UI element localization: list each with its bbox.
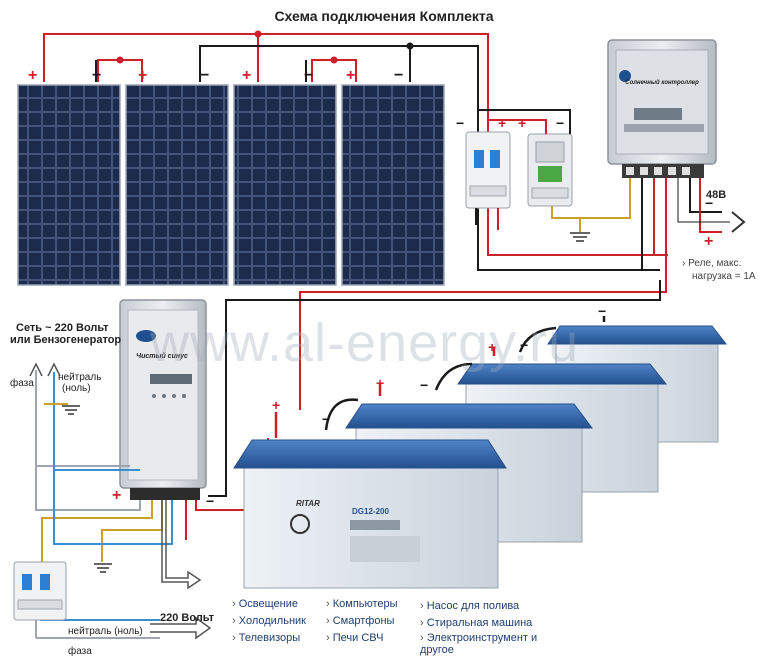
relay-label-line1: › Реле, макс.: [682, 258, 742, 269]
battery-polarity-marks: + − + − + − −: [272, 303, 606, 427]
device-item: Освещение: [232, 596, 306, 613]
svg-text:+: +: [498, 115, 506, 131]
grid-label-line1: Сеть ~ 220 Вольт: [16, 322, 109, 334]
inverter-plus: +: [112, 487, 121, 504]
svg-text:−: −: [520, 337, 528, 353]
battery-1: [233, 439, 507, 589]
device-item: Стиральная машина: [420, 615, 560, 632]
dc-breaker: [465, 131, 511, 209]
ground-icon: [94, 563, 112, 573]
inverter-minus: −: [206, 493, 214, 509]
svg-text:+: +: [518, 115, 526, 131]
phase-bottom-label: фаза: [68, 646, 92, 657]
svg-text:−: −: [556, 115, 564, 131]
solar-panel-1: [17, 84, 121, 286]
grid-label-line2: или Бензогенератор: [10, 334, 122, 346]
svg-text:−: −: [200, 67, 209, 84]
diagram-title: Схема подключения Комплекта: [274, 8, 494, 24]
svg-text:−: −: [394, 67, 403, 84]
panel-wires: [43, 30, 668, 271]
controller-output-minus: −: [705, 195, 713, 211]
battery-brand: RITAR: [296, 499, 320, 508]
solar-panel-2: [125, 84, 229, 286]
svg-text:+: +: [28, 67, 37, 84]
neutral-top-label-2: (ноль): [62, 383, 91, 394]
inverter: [119, 299, 207, 500]
svg-text:−: −: [420, 377, 428, 393]
battery-wires: [274, 316, 606, 438]
ground-icon: [62, 405, 80, 415]
svg-text:−: −: [92, 67, 101, 84]
surge-protector: [527, 133, 573, 207]
output-arrow-icon: [731, 211, 746, 233]
relay-label-line2: нагрузка = 1А: [692, 271, 756, 282]
svg-text:−: −: [456, 115, 464, 131]
svg-text:+: +: [138, 67, 147, 84]
neutral-bottom-label: нейтраль (ноль): [68, 626, 143, 637]
voltage-48-label: 48В: [706, 189, 727, 201]
grid-arrow-icon: [29, 362, 61, 377]
svg-text:+: +: [272, 397, 280, 413]
panel-polarity-marks: + − + − + − + −: [28, 67, 403, 84]
device-item: Холодильник: [232, 613, 306, 630]
charge-controller: [607, 39, 717, 178]
controller-label: Солнечный контроллер: [625, 79, 699, 86]
inverter-wires: [35, 280, 661, 639]
breaker-wires: [475, 109, 631, 232]
ground-icon: [570, 232, 590, 242]
breaker-polarity-marks: − + + −: [456, 115, 564, 131]
phase-top-label: фаза: [10, 378, 34, 389]
svg-text:+: +: [488, 339, 496, 355]
device-item: Смартфоны: [326, 613, 398, 630]
inverter-label: Чистый синус: [136, 352, 188, 360]
device-item: Телевизоры: [232, 630, 306, 647]
solar-panel-3: [233, 84, 337, 286]
svg-text:+: +: [376, 375, 384, 391]
device-item: Насос для полива: [420, 598, 560, 615]
device-item: Печи СВЧ: [326, 630, 398, 647]
watermark: www.al-energy.ru: [150, 313, 580, 373]
battery-model: DG12-200: [352, 507, 389, 516]
neutral-top-label-1: нейтраль: [58, 372, 102, 383]
devices-col-3: Насос для полива Стиральная машина Элект…: [420, 598, 560, 656]
svg-text:−: −: [304, 67, 313, 84]
svg-text:+: +: [346, 67, 355, 84]
controller-output-plus: +: [704, 233, 713, 250]
svg-text:−: −: [322, 411, 330, 427]
controller-wires: [299, 178, 730, 410]
svg-text:+: +: [242, 67, 251, 84]
voltage-220-label: 220 Вольт: [160, 612, 214, 624]
ac-output-arrow-icon: [161, 500, 202, 590]
devices-col-1: Освещение Холодильник Телевизоры: [232, 596, 306, 647]
devices-col-2: Компьютеры Смартфоны Печи СВЧ: [326, 596, 398, 647]
svg-text:−: −: [598, 303, 606, 319]
device-item: Компьютеры: [326, 596, 398, 613]
ac-220-arrow-icon: [150, 616, 212, 640]
device-item: Электроинструмент и другое: [420, 632, 560, 656]
solar-panel-4: [341, 84, 445, 286]
ac-breaker: [13, 561, 67, 621]
